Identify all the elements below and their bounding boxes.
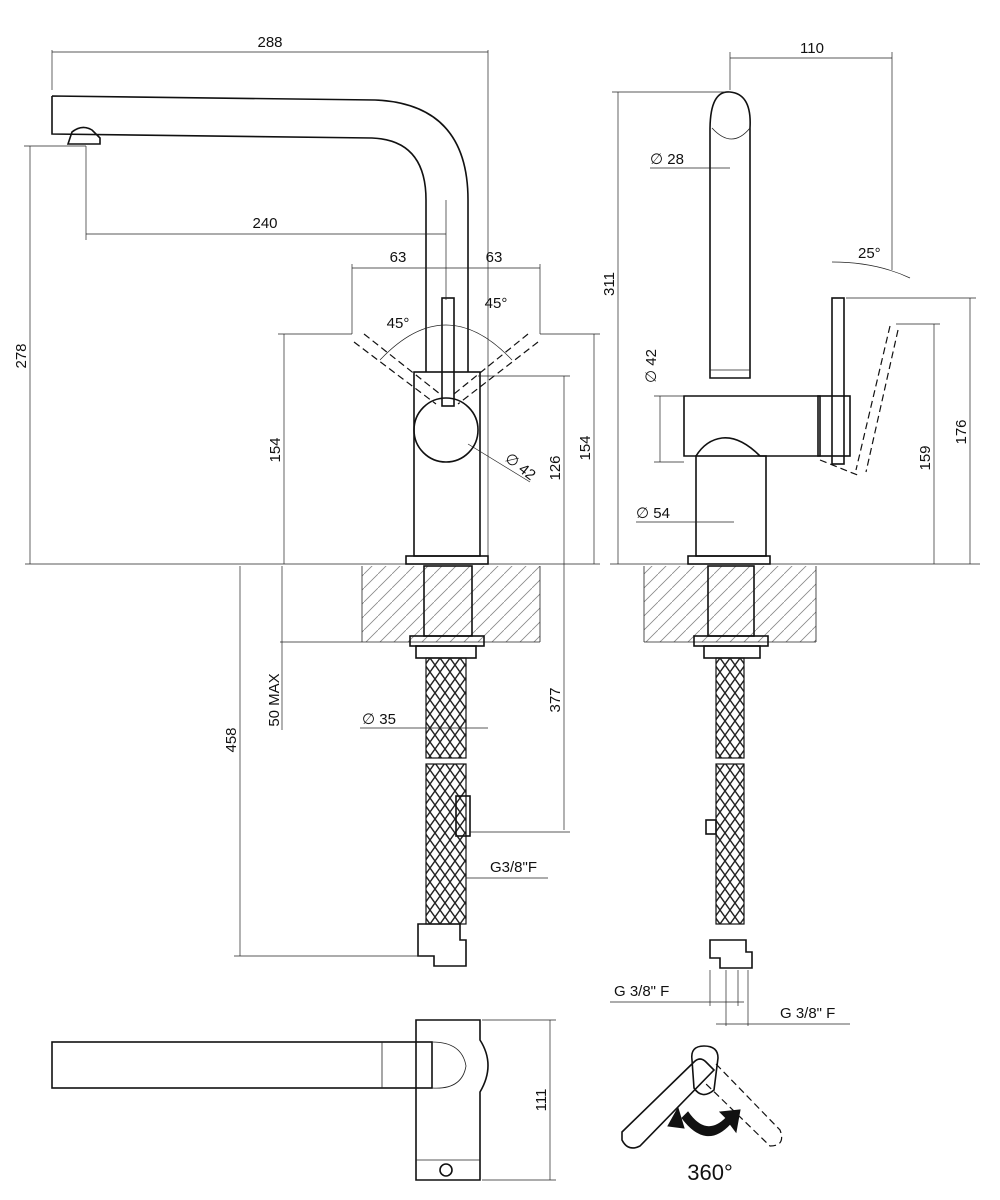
- dim-height-total: 278: [13, 343, 30, 368]
- dim-body-height-left: 154: [267, 437, 284, 462]
- dim-lever-angle-right: 45°: [485, 295, 508, 312]
- dim-spout-offset: 110: [800, 40, 824, 57]
- aerator: [66, 126, 101, 145]
- top-view: 111: [51, 1019, 556, 1181]
- dim-hose-length-total: 458: [223, 727, 240, 752]
- hose-side-upper: [715, 657, 745, 759]
- lever-knob-front: [413, 397, 479, 463]
- countertop-section-side: [610, 563, 980, 643]
- side-dimensions: 110 311 ∅ 28 25° ∅ 42 ∅ 54 159: [601, 40, 976, 1026]
- front-dimensions: 288 240 278 63 63 45° 45° 154: [13, 34, 600, 957]
- spout-top: [51, 1041, 433, 1089]
- lever-solid-position: [621, 1058, 716, 1149]
- lever-hole-top: [439, 1163, 453, 1177]
- dim-base-diameter: ∅ 54: [636, 505, 670, 522]
- dim-lever-diameter: ∅ 42: [502, 450, 539, 484]
- base-ring-front: [405, 555, 489, 565]
- lever-tilted-side: [819, 325, 899, 477]
- lever-cap-side: [817, 395, 851, 457]
- dim-lever-height-b: 176: [953, 419, 970, 444]
- hose-connector-front: [417, 923, 467, 967]
- dim-connection-right: G 3/8" F: [780, 1005, 835, 1022]
- stem-side: [695, 455, 767, 557]
- lever-swing-positions: [353, 333, 539, 405]
- dim-spout-reach: 240: [252, 215, 277, 232]
- dim-lever-offset-left: 63: [390, 249, 407, 266]
- dim-width-total: 288: [257, 34, 282, 51]
- dim-body-height-right: 154: [577, 435, 594, 460]
- body-side: [683, 395, 821, 457]
- dim-lever-center-height: 126: [547, 455, 564, 480]
- body-top: [415, 1019, 489, 1181]
- dim-connection-left: G 3/8" F: [614, 983, 669, 1000]
- lever-dashed-position: [703, 1063, 783, 1147]
- side-view: 110 311 ∅ 28 25° ∅ 42 ∅ 54 159: [601, 40, 980, 1026]
- spout-side: [709, 91, 751, 379]
- nut-front: [415, 645, 477, 659]
- dim-hose-diameter: ∅ 35: [362, 711, 396, 728]
- countertop-section-front: [25, 563, 600, 643]
- front-view: 288 240 278 63 63 45° 45° 154: [13, 34, 600, 967]
- hose-front-upper: [425, 657, 467, 759]
- dim-lever-angle-side: 25°: [858, 245, 881, 262]
- rotation-detail: 360°: [621, 1045, 783, 1185]
- dim-spout-diameter: ∅ 28: [650, 151, 684, 168]
- dim-hose-connection: G3/8"F: [490, 859, 537, 876]
- dim-lever-offset-right: 63: [486, 249, 503, 266]
- nut-side: [703, 645, 761, 659]
- lever-knob-rotation: [690, 1045, 719, 1096]
- hose-fitting-side: [705, 819, 717, 835]
- hose-connector-side: [709, 939, 753, 969]
- dim-shank-length: 377: [547, 687, 564, 712]
- body-front: [413, 371, 481, 557]
- dim-height-total-side: 311: [601, 272, 618, 296]
- hose-side-lower: [715, 763, 745, 925]
- rotation-arrow-icon: [667, 1106, 741, 1137]
- dim-lever-diameter-side: ∅ 42: [643, 349, 660, 383]
- lever-handle-side: [831, 297, 845, 465]
- dim-lever-height-a: 159: [917, 445, 934, 470]
- spout-front: [51, 95, 469, 372]
- dim-depth-top: 111: [533, 1089, 550, 1112]
- lever-handle-front: [441, 297, 455, 407]
- dim-max-deck-thickness: 50 MAX: [266, 673, 283, 726]
- hose-fitting-front: [455, 795, 471, 837]
- hose-front-lower: [425, 763, 467, 925]
- base-ring-side: [687, 555, 771, 565]
- dim-lever-angle-left: 45°: [387, 315, 410, 332]
- rotation-label: 360°: [687, 1160, 733, 1185]
